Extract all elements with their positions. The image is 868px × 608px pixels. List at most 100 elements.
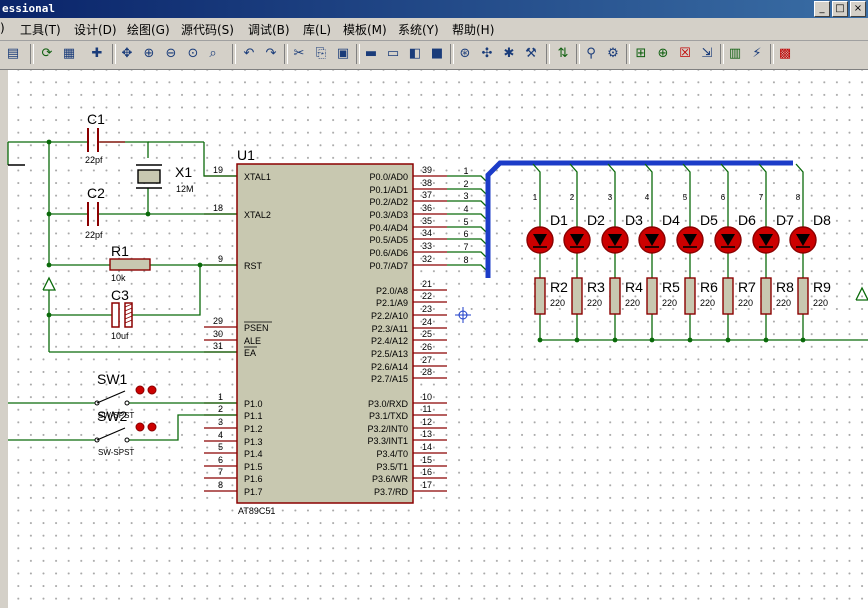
p0-wire [447, 264, 489, 273]
grid-icon[interactable]: ▦ [62, 46, 76, 61]
mcu-pin-name: P1.4 [244, 449, 263, 459]
refresh-icon[interactable]: ⟳ [41, 46, 53, 61]
toolbar-separator [546, 44, 550, 64]
block-delete-icon[interactable]: ■ [430, 46, 444, 61]
bus-label: 3 [463, 191, 468, 201]
led-wire [795, 163, 804, 228]
menu-library[interactable]: 库(L) [303, 23, 332, 37]
c2-value: 22pf [85, 230, 103, 240]
menu-source[interactable]: 源代码(S) [181, 23, 234, 37]
mcu-pin-number: 13 [422, 429, 432, 439]
mcu-pin-name: P2.7/A15 [371, 374, 408, 384]
add-sheet-icon[interactable]: ⊕ [657, 46, 669, 61]
switch-contact [124, 437, 130, 443]
led-net-label: 6 [721, 193, 726, 202]
goto-sheet-icon[interactable]: ⇲ [701, 46, 713, 61]
mcu-pin-name: P3.6/WR [372, 474, 409, 484]
cut-icon[interactable]: ✂ [293, 46, 305, 61]
x1-value: 12M [176, 184, 194, 194]
save-icon[interactable]: ▤ [6, 46, 20, 61]
block-move-icon[interactable]: ▭ [386, 46, 400, 61]
menu-prefix: ) [0, 21, 5, 35]
menu-design[interactable]: 设计(D) [74, 23, 117, 37]
data-bus [485, 160, 793, 278]
mcu-pin-name: EA [244, 348, 256, 358]
mcu-pin-number: 19 [213, 165, 223, 175]
mcu-pin-name: P0.2/AD2 [369, 197, 408, 207]
bill-of-materials-icon[interactable]: ▥ [728, 46, 742, 61]
search-icon[interactable]: ⚲ [586, 46, 596, 61]
zoom-in-icon[interactable]: ⊕ [143, 46, 155, 61]
wire-autorouter-icon[interactable]: ⇅ [557, 46, 569, 61]
pan-icon[interactable]: ✥ [121, 46, 133, 61]
redo-icon[interactable]: ↷ [265, 46, 277, 61]
led-triangle [645, 234, 659, 246]
mcu-pin-number: 4 [218, 430, 223, 440]
mcu-pin-number: 28 [422, 367, 432, 377]
menu-debug[interactable]: 调试(B) [248, 23, 290, 37]
bus-label: 2 [463, 179, 468, 189]
property-tool-icon[interactable]: ⚙ [607, 46, 619, 61]
mcu-pin-name: P1.7 [244, 487, 263, 497]
pick-device-icon[interactable]: ⊛ [459, 46, 471, 61]
mcu-pin-name: P1.2 [244, 424, 263, 434]
led-wire [758, 163, 767, 228]
resistor-body [571, 277, 583, 315]
maximize-button[interactable]: □ [832, 1, 848, 17]
menu-template[interactable]: 模板(M) [343, 23, 387, 37]
mcu-pin-name: P3.1/TXD [369, 411, 409, 421]
origin-icon[interactable]: ✚ [91, 46, 103, 61]
switch-contact [124, 400, 130, 406]
wires [7, 139, 868, 492]
zoom-all-icon[interactable]: ⊙ [187, 46, 199, 61]
paste-icon[interactable]: ▣ [336, 46, 350, 61]
c3-ref: C3 [111, 287, 129, 303]
mcu-pin-number: 17 [422, 480, 432, 490]
resistor-value: 220 [550, 298, 565, 308]
mcu-pin-number: 11 [422, 404, 431, 414]
c3-plate [111, 302, 120, 328]
schematic-canvas[interactable] [8, 70, 868, 608]
minimize-button[interactable]: _ [814, 1, 830, 17]
copy-icon[interactable]: ⎘ [315, 46, 327, 61]
mcu-ref: U1 [237, 147, 255, 163]
close-button[interactable]: × [850, 1, 866, 17]
r1-body [109, 258, 151, 271]
switch-lever [96, 427, 126, 441]
menu-tools[interactable]: 工具(T) [20, 23, 61, 37]
menu-draw[interactable]: 绘图(G) [127, 23, 170, 37]
package-tool-icon[interactable]: ✱ [503, 46, 515, 61]
mcu-pin-number: 34 [422, 228, 432, 238]
remove-sheet-icon[interactable]: ☒ [679, 46, 691, 61]
led-net-label: 3 [608, 193, 613, 202]
zoom-out-icon[interactable]: ⊖ [165, 46, 177, 61]
bus-label: 8 [463, 255, 468, 265]
mcu-pin-number: 12 [422, 417, 432, 427]
led-wire [682, 163, 691, 228]
led-ref: D3 [625, 212, 643, 228]
mcu-part: AT89C51 [238, 506, 275, 516]
led-triangle [683, 234, 697, 246]
make-device-icon[interactable]: ✣ [481, 46, 493, 61]
wire [132, 265, 201, 316]
mcu-pin-name: P3.5/T1 [376, 462, 408, 472]
decompose-icon[interactable]: ⚒ [525, 46, 537, 61]
resistor-ref: R2 [550, 279, 568, 295]
menu-system[interactable]: 系统(Y) [398, 23, 439, 37]
menu-help[interactable]: 帮助(H) [452, 23, 495, 37]
netlist-to-ares-icon[interactable]: ▩ [778, 46, 792, 61]
zoom-area-icon[interactable]: ⌕ [209, 46, 217, 61]
mcu-pin-number: 8 [218, 480, 223, 490]
new-sheet-icon[interactable]: ⊞ [635, 46, 647, 61]
led-wire [644, 163, 653, 228]
mcu-pin-name: P2.6/A14 [371, 362, 408, 372]
electrical-check-icon[interactable]: ⚡ [752, 46, 762, 61]
block-rotate-icon[interactable]: ◧ [408, 46, 422, 61]
led-ref: D8 [813, 212, 831, 228]
bus-label: 6 [463, 229, 468, 239]
undo-icon[interactable]: ↶ [243, 46, 255, 61]
mcu-pin-number: 2 [218, 404, 223, 414]
mcu-pin-number: 1 [218, 392, 223, 402]
block-copy-icon[interactable]: ▬ [364, 46, 378, 61]
mcu-pin-name: P0.6/AD6 [369, 248, 408, 258]
